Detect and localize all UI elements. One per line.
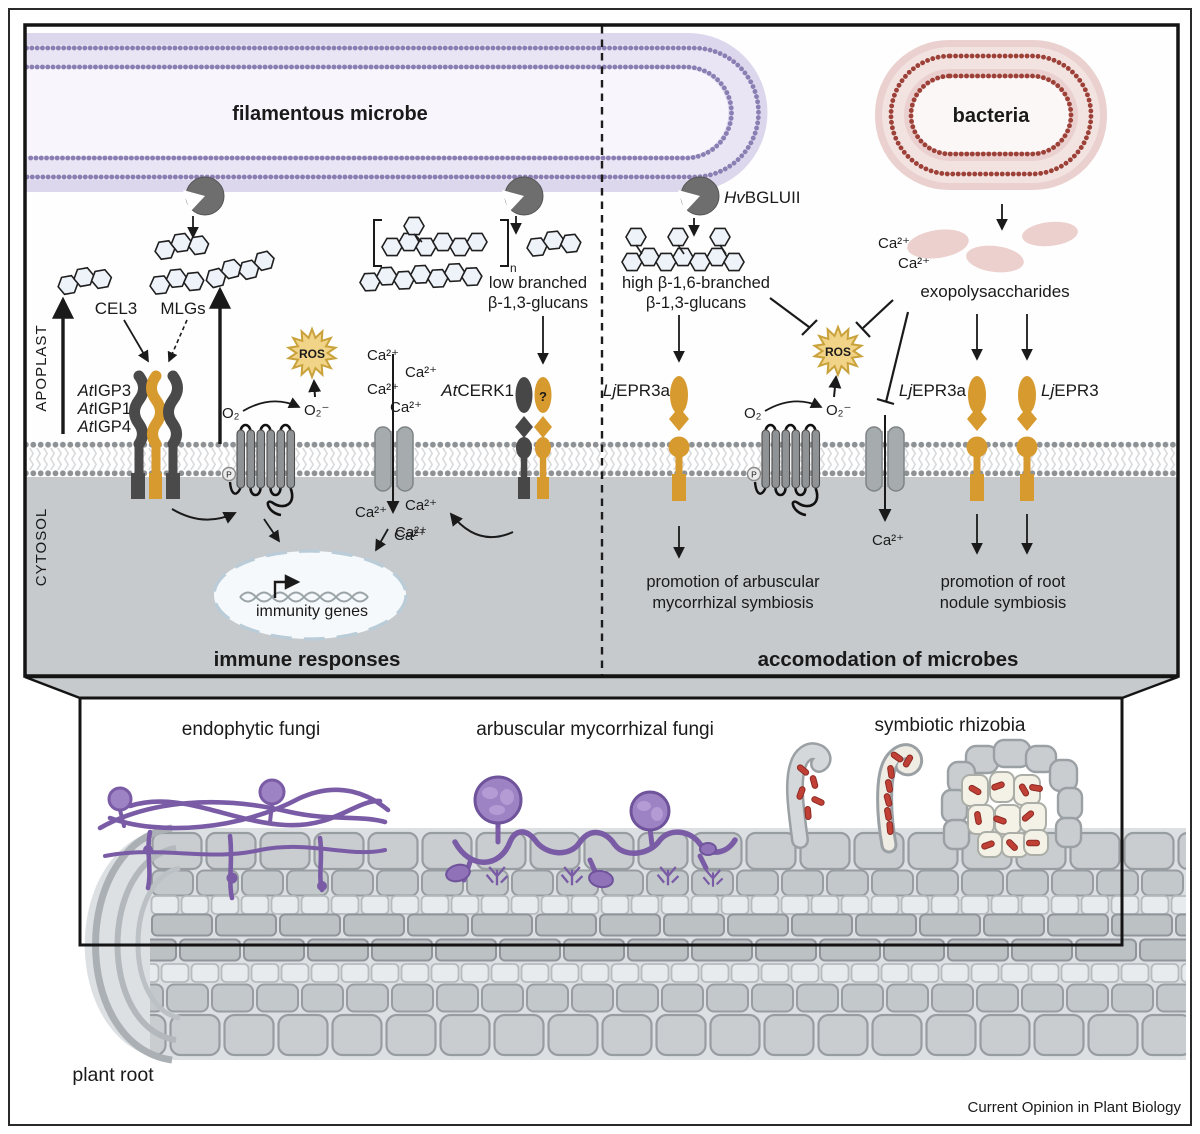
enzyme-pacman-icon <box>678 176 720 216</box>
svg-text:O₂: O₂ <box>222 405 240 422</box>
hvbglu-label: HvBGLUII <box>724 188 801 207</box>
immunity-genes-label: immunity genes <box>256 603 368 620</box>
promotion-am-2: mycorrhizal symbiosis <box>652 594 813 612</box>
glucan-oligosaccharides: n <box>56 216 744 295</box>
cytosol-label: CYTOSOL <box>33 508 50 586</box>
svg-text:Ca²⁺: Ca²⁺ <box>872 532 904 549</box>
svg-text:ROS: ROS <box>299 347 325 361</box>
svg-text:LjEPR3: LjEPR3 <box>1041 381 1099 400</box>
svg-text:O₂: O₂ <box>744 405 762 422</box>
journal-label: Current Opinion in Plant Biology <box>968 1099 1182 1116</box>
svg-text:Ca²⁺: Ca²⁺ <box>878 235 910 252</box>
epr3a-receptor-mid: LjEPR3a <box>603 376 690 501</box>
nucleus: immunity genes <box>212 549 408 641</box>
am-fungi-label: arbuscular mycorrhizal fungi <box>476 719 714 740</box>
superoxide-reaction-left: O₂ O₂⁻ <box>222 379 329 422</box>
cel3-label: CEL3 <box>95 299 138 318</box>
rboh-oxidase-left: P <box>221 423 296 517</box>
accommodation-label: accomodation of microbes <box>758 648 1019 671</box>
svg-text:Ca²⁺: Ca²⁺ <box>390 399 422 416</box>
rhizobia-label: symbiotic rhizobia <box>875 715 1026 736</box>
endophytic-fungi-label: endophytic fungi <box>182 719 320 740</box>
cerk1-receptor: AtCERK1 ? <box>440 377 552 499</box>
promotion-am-1: promotion of arbuscular <box>646 573 820 591</box>
svg-text:LjEPR3a: LjEPR3a <box>603 381 671 400</box>
inhibition-bars <box>769 297 910 406</box>
bacteria-label: bacteria <box>953 105 1031 127</box>
svg-text:P: P <box>751 470 757 480</box>
am-fungi <box>445 775 738 889</box>
plant-root-label: plant root <box>72 1064 154 1086</box>
svg-text:Ca²⁺: Ca²⁺ <box>405 497 437 514</box>
epr3a-receptor-right: LjEPR3a <box>899 376 988 501</box>
high-branched-label-1: high β-1,6-branched <box>622 274 770 292</box>
bacteria-cell: bacteria <box>875 40 1107 190</box>
apoplast-label: APOPLAST <box>33 324 50 411</box>
svg-text:Ca²⁺: Ca²⁺ <box>367 347 399 364</box>
ros-burst-left: ROS <box>285 326 339 380</box>
filamentous-microbe: filamentous microbe <box>24 33 768 192</box>
svg-text:Ca²⁺: Ca²⁺ <box>355 504 387 521</box>
cerk1-question-mark: ? <box>539 389 547 404</box>
svg-text:O₂⁻: O₂⁻ <box>826 402 851 419</box>
epr3-receptor: LjEPR3 <box>1016 376 1099 501</box>
enzyme-pacman-icon <box>183 176 225 216</box>
low-branched-label-2: β-1,3-glucans <box>488 294 588 312</box>
svg-text:O₂⁻: O₂⁻ <box>304 402 329 419</box>
svg-text:Ca²⁺: Ca²⁺ <box>367 381 399 398</box>
svg-text:Ca²⁺: Ca²⁺ <box>394 527 426 544</box>
enzyme-pacman-icon <box>502 176 544 216</box>
filamentous-microbe-label: filamentous microbe <box>232 103 428 125</box>
mlgs-label: MLGs <box>160 299 205 318</box>
svg-text:AtIGP1: AtIGP1 <box>77 400 131 418</box>
superoxide-reaction-right: O₂ O₂⁻ <box>744 375 851 422</box>
calcium-ion-labels: Ca²⁺ Ca²⁺ Ca²⁺ Ca²⁺ Ca²⁺ Ca²⁺ Ca²⁺ Ca²⁺ … <box>355 235 930 549</box>
svg-text:P: P <box>226 470 232 480</box>
rhizobia-structures <box>785 738 1084 858</box>
high-branched-label-2: β-1,3-glucans <box>646 294 746 312</box>
exopolysaccharide-blobs <box>907 221 1078 273</box>
promoter-arrow-icon <box>273 574 301 598</box>
svg-text:AtCERK1: AtCERK1 <box>440 381 514 400</box>
low-branched-label-1: low branched <box>489 274 587 292</box>
ros-burst-right: ROS <box>811 324 865 378</box>
top-panel: filamentous microbe bacteria HvBGLUII n <box>23 23 1180 678</box>
svg-text:AtIGP3: AtIGP3 <box>77 382 131 400</box>
svg-text:Ca²⁺: Ca²⁺ <box>395 524 427 541</box>
repeat-n: n <box>510 261 517 275</box>
glucanase-enzyme-icons <box>183 176 720 216</box>
svg-text:ROS: ROS <box>825 345 851 359</box>
rboh-oxidase-right: P <box>746 423 821 517</box>
igp-receptor-proteins <box>129 370 183 499</box>
root-hair-open <box>785 742 832 849</box>
root-hair-curled <box>876 743 924 854</box>
zoom-connector <box>24 675 1179 700</box>
repeat-brackets <box>373 219 509 267</box>
svg-text:AtIGP4: AtIGP4 <box>77 418 131 436</box>
igp-labels: AtIGP3 AtIGP1 AtIGP4 <box>77 382 131 436</box>
svg-text:Ca²⁺: Ca²⁺ <box>898 255 930 272</box>
promotion-nod-2: nodule symbiosis <box>940 594 1067 612</box>
bottom-panel: endophytic fungi arbuscular mycorrhizal … <box>72 696 1186 1116</box>
endophytic-fungi <box>97 778 391 901</box>
zoom-box-border <box>78 696 1124 947</box>
exopolysaccharides-label: exopolysaccharides <box>920 282 1069 301</box>
promotion-nod-1: promotion of root <box>941 573 1066 591</box>
flow-arrows <box>51 204 1033 559</box>
svg-text:LjEPR3a: LjEPR3a <box>899 381 967 400</box>
root-nodule <box>940 738 1084 858</box>
cytosol-region <box>26 477 1177 675</box>
immune-responses-label: immune responses <box>214 648 401 671</box>
svg-text:Ca²⁺: Ca²⁺ <box>405 364 437 381</box>
